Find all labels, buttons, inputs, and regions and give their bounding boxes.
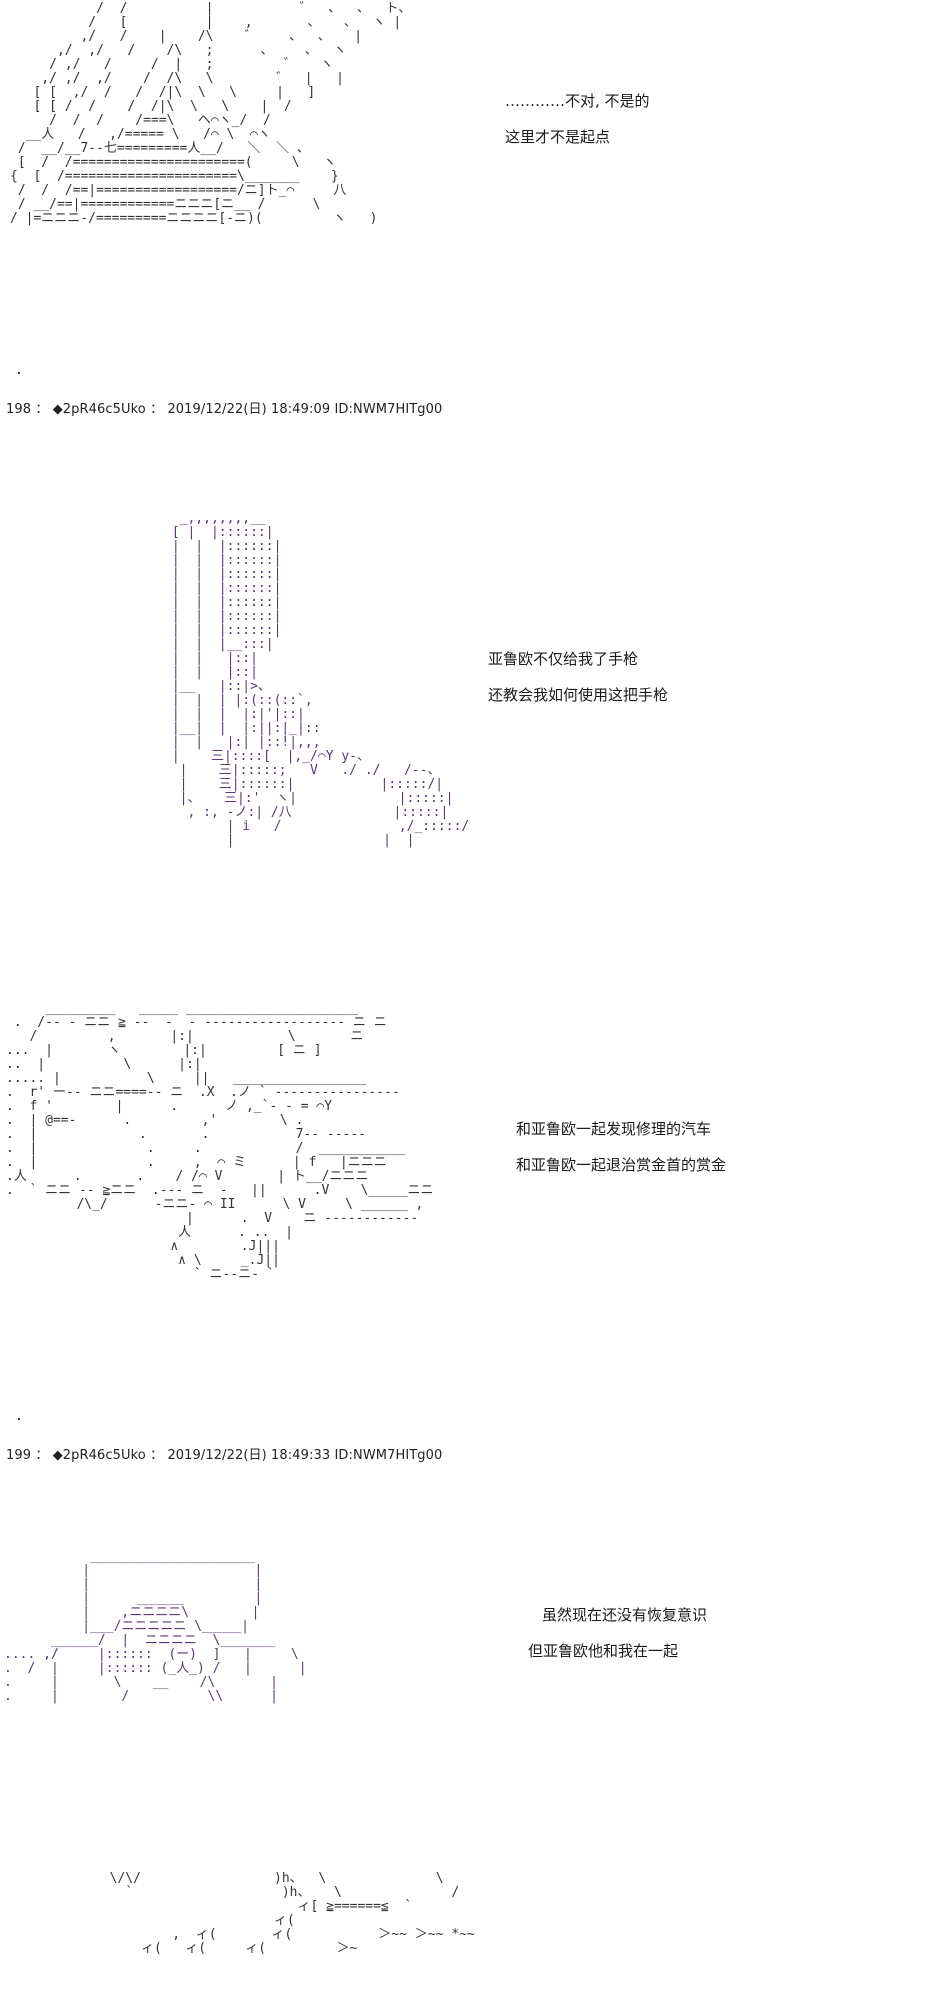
scene-1-caption: …………不对, 不是的 这里才不是起点 <box>505 90 650 162</box>
separator-dot <box>18 372 20 374</box>
scene-1-ascii-art: / / | ゛ 、 、 ト、 / [ | , 、 、 ヽ | ,/ / | /\… <box>10 1 412 226</box>
post-author: ◆2pR46c5Uko <box>52 402 146 417</box>
scene-4-ascii-art: _____________________ | | | | | ______ |… <box>4 1549 307 1704</box>
caption-line: …………不对, 不是的 <box>505 92 650 110</box>
caption-line: 这里才不是起点 <box>505 128 611 146</box>
separator-dot <box>18 1418 20 1420</box>
post-number: 199 <box>6 1448 32 1463</box>
caption-line: 亚鲁欧不仅给我了手枪 <box>488 650 639 668</box>
caption-line: 和亚鲁欧一起发现修理的汽车 <box>516 1120 712 1138</box>
scene-2-caption: 亚鲁欧不仅给我了手枪 还教会我如何使用这把手枪 <box>488 648 668 720</box>
scene-4-caption: 虽然现在还没有恢复意识 但亚鲁欧他和我在一起 <box>528 1604 708 1676</box>
scene-5-ascii-art: \/\/ )h、 \ \ ` )h、 \ / ィ[ ≧======≦ ` ィ( … <box>109 1871 475 1956</box>
post-id: ID:NWM7HITg00 <box>334 402 443 417</box>
caption-line: 还教会我如何使用这把手枪 <box>488 686 669 704</box>
post-number: 198 <box>6 402 32 417</box>
scene-3-caption: 和亚鲁欧一起发现修理的汽车 和亚鲁欧一起退治赏金首的赏金 <box>516 1118 726 1190</box>
caption-line: 虽然现在还没有恢复意识 <box>542 1606 708 1624</box>
scene-3-ascii-art: _________ _____ ______________________ .… <box>6 1001 434 1282</box>
caption-line: 但亚鲁欧他和我在一起 <box>528 1642 679 1660</box>
scene-2-ascii-art: _,,,,,,,,__ [ | |::::::| | | |::::::| | … <box>171 511 470 848</box>
post-author: ◆2pR46c5Uko <box>52 1448 146 1463</box>
post-header-198: 198 ： ◆2pR46c5Uko ： 2019/12/22(日) 18:49:… <box>6 402 443 417</box>
post-datetime: 2019/12/22(日) 18:49:09 <box>167 402 331 417</box>
caption-line: 和亚鲁欧一起退治赏金首的赏金 <box>516 1156 727 1174</box>
post-datetime: 2019/12/22(日) 18:49:33 <box>167 1448 331 1463</box>
post-header-199: 199 ： ◆2pR46c5Uko ： 2019/12/22(日) 18:49:… <box>6 1448 443 1463</box>
post-id: ID:NWM7HITg00 <box>334 1448 443 1463</box>
